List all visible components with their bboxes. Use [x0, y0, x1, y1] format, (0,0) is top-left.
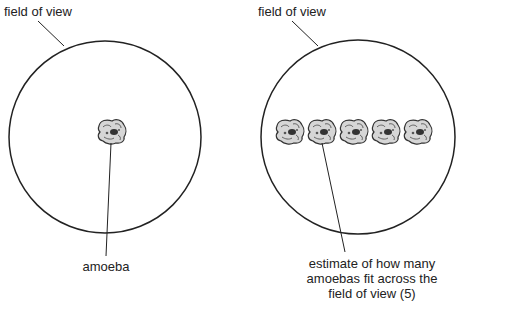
- leader-line: [38, 21, 64, 46]
- amoeba-drawing: [98, 120, 126, 144]
- leader-line: [292, 21, 318, 46]
- field-of-view-circle: [261, 40, 455, 234]
- leader-line: [106, 143, 111, 256]
- amoeba-drawing: [340, 120, 368, 144]
- amoeba-drawing: [404, 120, 432, 144]
- amoeba-drawing: [372, 120, 400, 144]
- amoeba-label: amoeba: [83, 259, 130, 274]
- amoeba-drawing: [276, 120, 304, 144]
- field-of-view-circle: [9, 41, 201, 233]
- estimate-note: estimate of how many amoebas fit across …: [297, 256, 447, 301]
- field-of-view-label: field of view: [258, 4, 326, 19]
- amoeba-drawing: [308, 120, 336, 144]
- leader-line: [322, 143, 345, 252]
- field-of-view-label: field of view: [4, 4, 72, 19]
